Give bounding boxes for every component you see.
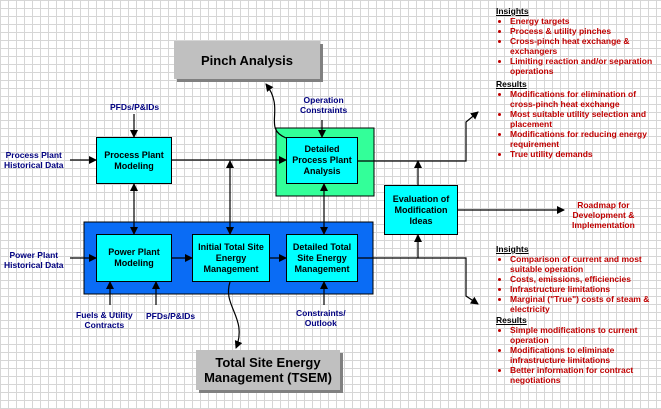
list-item: Most suitable utility selection and plac… bbox=[510, 109, 658, 129]
constraints-outlook-line1: Constraints/ bbox=[296, 308, 346, 318]
list-item: Better information for contract negotiat… bbox=[510, 365, 658, 385]
list-item: Energy targets bbox=[510, 16, 658, 26]
detailed-tsem-box: Detailed Total Site Energy Management bbox=[286, 234, 358, 282]
pfds-bottom-label: PFDs/P&IDs bbox=[146, 311, 196, 321]
list-item: Simple modifications to current operatio… bbox=[510, 325, 658, 345]
bottom-insights-list: Comparison of current and most suitable … bbox=[496, 254, 658, 314]
fuels-contracts-line1: Fuels & Utility bbox=[76, 310, 133, 320]
bottom-insights-results-panel: Insights Comparison of current and most … bbox=[496, 244, 658, 385]
roadmap-line1: Roadmap for bbox=[577, 200, 630, 210]
top-results-title: Results bbox=[496, 79, 527, 89]
pinch-analysis-box: Pinch Analysis bbox=[174, 41, 320, 79]
process-historical-line1: Process Plant bbox=[5, 150, 62, 160]
process-historical-data-label: Process Plant Historical Data bbox=[4, 150, 64, 170]
process-historical-line2: Historical Data bbox=[4, 160, 64, 170]
power-historical-line1: Power Plant bbox=[9, 250, 59, 260]
roadmap-line3: Implementation bbox=[572, 220, 635, 230]
operation-constraints-label: Operation Constraints bbox=[300, 95, 347, 115]
bottom-insights-title: Insights bbox=[496, 244, 529, 254]
roadmap-line2: Development & bbox=[572, 210, 635, 220]
list-item: True utility demands bbox=[510, 149, 658, 159]
bottom-results-title: Results bbox=[496, 315, 527, 325]
bottom-results-list: Simple modifications to current operatio… bbox=[496, 325, 658, 385]
fuels-contracts-label: Fuels & Utility Contracts bbox=[76, 310, 133, 330]
pfds-top-label: PFDs/P&IDs bbox=[110, 102, 160, 112]
power-historical-line2: Historical Data bbox=[4, 260, 64, 270]
process-plant-modeling-box: Process Plant Modeling bbox=[96, 137, 172, 184]
top-results-list: Modifications for elimination of cross-p… bbox=[496, 89, 658, 159]
list-item: Infrastructure limitations bbox=[510, 284, 658, 294]
list-item: Modifications for reducing energy requir… bbox=[510, 129, 658, 149]
fuels-contracts-line2: Contracts bbox=[84, 320, 125, 330]
operation-constraints-line2: Constraints bbox=[300, 105, 348, 115]
roadmap-label: Roadmap for Development & Implementation bbox=[572, 200, 635, 230]
power-plant-modeling-box: Power Plant Modeling bbox=[96, 234, 172, 282]
tsem-box: Total Site Energy Management (TSEM) bbox=[196, 350, 340, 390]
top-insights-title: Insights bbox=[496, 6, 529, 16]
list-item: Modifications to eliminate infrastructur… bbox=[510, 345, 658, 365]
evaluation-box: Evaluation of Modification Ideas bbox=[384, 185, 458, 235]
top-insights-list: Energy targets Process & utility pinches… bbox=[496, 16, 658, 76]
list-item: Modifications for elimination of cross-p… bbox=[510, 89, 658, 109]
constraints-outlook-line2: Outlook bbox=[304, 318, 337, 328]
power-historical-data-label: Power Plant Historical Data bbox=[4, 250, 64, 270]
list-item: Costs, emissions, efficiencies bbox=[510, 274, 658, 284]
list-item: Marginal ("True") costs of steam & elect… bbox=[510, 294, 658, 314]
list-item: Comparison of current and most suitable … bbox=[510, 254, 658, 274]
list-item: Limiting reaction and/or separation oper… bbox=[510, 56, 658, 76]
initial-tsem-box: Initial Total Site Energy Management bbox=[192, 234, 270, 282]
operation-constraints-line1: Operation bbox=[303, 95, 344, 105]
top-insights-results-panel: Insights Energy targets Process & utilit… bbox=[496, 6, 658, 159]
constraints-outlook-label: Constraints/ Outlook bbox=[296, 308, 346, 328]
list-item: Process & utility pinches bbox=[510, 26, 658, 36]
detailed-process-plant-analysis-box: Detailed Process Plant Analysis bbox=[286, 137, 358, 184]
list-item: Cross-pinch heat exchange & exchangers bbox=[510, 36, 658, 56]
